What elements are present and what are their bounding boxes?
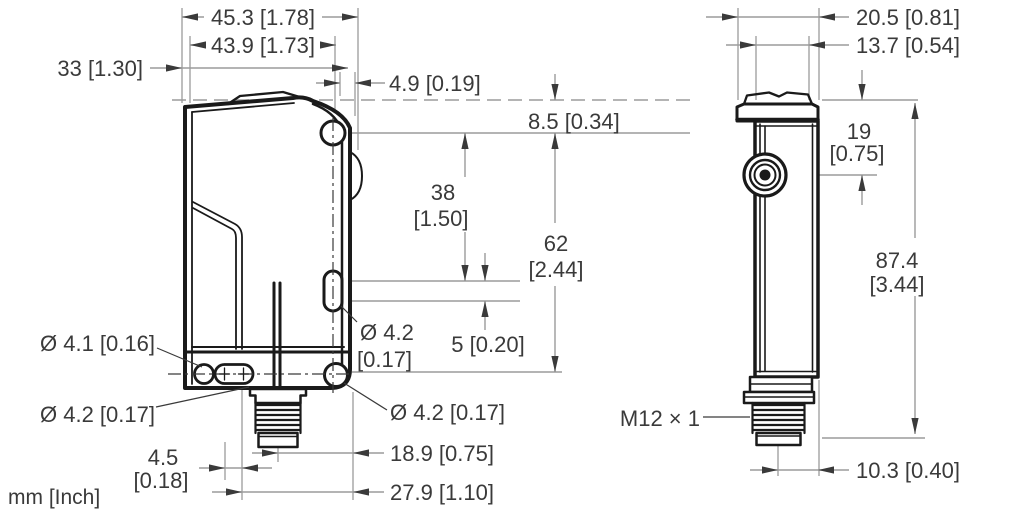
dim-depth-overall: 20.5 [0.81]: [856, 5, 960, 30]
dim-hole-span-mm: 38: [431, 180, 455, 205]
front-view-rear-rib: [272, 281, 282, 388]
front-view-lens-bump: [349, 151, 363, 201]
dim-lens-width: 4.9 [0.19]: [389, 71, 481, 96]
units-label: mm [Inch]: [8, 486, 100, 509]
dim-slot-offset-mm: 4.5: [148, 445, 179, 470]
dim-connector-offset: 18.9 [0.75]: [390, 441, 494, 466]
base-slot-center-marks: [218, 367, 250, 381]
dim-edge-offset: 27.9 [1.10]: [390, 480, 494, 505]
front-view-inner-top-edge: [191, 102, 295, 113]
dim-hole-bottom-left: Ø 4.2 [0.17]: [40, 402, 155, 427]
dim-pot-offset-mm: 19: [847, 119, 871, 144]
front-view: [183, 90, 363, 449]
dim-hole-small: Ø 4.1 [0.16]: [40, 331, 155, 356]
m12-threads: [254, 401, 302, 435]
extension-lines: [181, 8, 820, 500]
dim-connector-offset-side: 10.3 [0.40]: [856, 458, 960, 483]
dim-height-mm: 87.4: [876, 248, 919, 273]
dim-height-in: [3.44]: [869, 272, 924, 297]
leader-lines: [155, 305, 750, 418]
dim-width-overall: 45.3 [1.78]: [211, 5, 315, 30]
dimension-arrows: [166, 13, 919, 496]
dim-slot-length: 5 [0.20]: [451, 332, 524, 357]
dim-depth-body: 13.7 [0.54]: [856, 33, 960, 58]
front-view-m12-connector: [248, 387, 308, 449]
pot-center-dot: [759, 169, 771, 181]
dim-slot-offset-in: [0.18]: [133, 468, 188, 493]
dim-hole-span-in: [1.50]: [413, 206, 468, 231]
m12-tip: [257, 431, 299, 449]
dim-depth: 33 [1.30]: [57, 56, 143, 81]
side-view-inner-lines: [754, 123, 819, 373]
side-view-potentiometer: [742, 152, 788, 198]
dim-hole-bottom-right: Ø 4.2 [0.17]: [390, 400, 505, 425]
dim-height-span-in: [2.44]: [528, 257, 583, 282]
thread-label: M12 × 1: [620, 406, 700, 431]
dim-height-span-mm: 62: [544, 231, 568, 256]
dim-slot-dia-mm: Ø 4.2: [360, 320, 414, 345]
centerlines: [168, 118, 352, 393]
pot-ring-inner: [753, 163, 777, 187]
dim-slot-dia-in: [0.17]: [357, 347, 412, 372]
side-view-m12-connector: [742, 375, 816, 447]
pot-ring-mid: [748, 158, 782, 192]
dim-hole-top-offset: 8.5 [0.34]: [528, 109, 620, 134]
front-view-base-hole-right: [323, 362, 349, 388]
side-view-cap-lip: [742, 91, 814, 106]
front-view-window-edge-a: [192, 201, 243, 350]
m12-threads-side: [751, 401, 806, 435]
m12-tip-side: [755, 431, 802, 447]
front-view-top-lip: [226, 90, 305, 106]
m12-flange: [248, 387, 308, 405]
side-view: [735, 91, 820, 447]
front-view-window-edge-b: [192, 207, 237, 350]
dim-pot-offset-in: [0.75]: [829, 141, 884, 166]
dim-width-body: 43.9 [1.73]: [211, 33, 315, 58]
